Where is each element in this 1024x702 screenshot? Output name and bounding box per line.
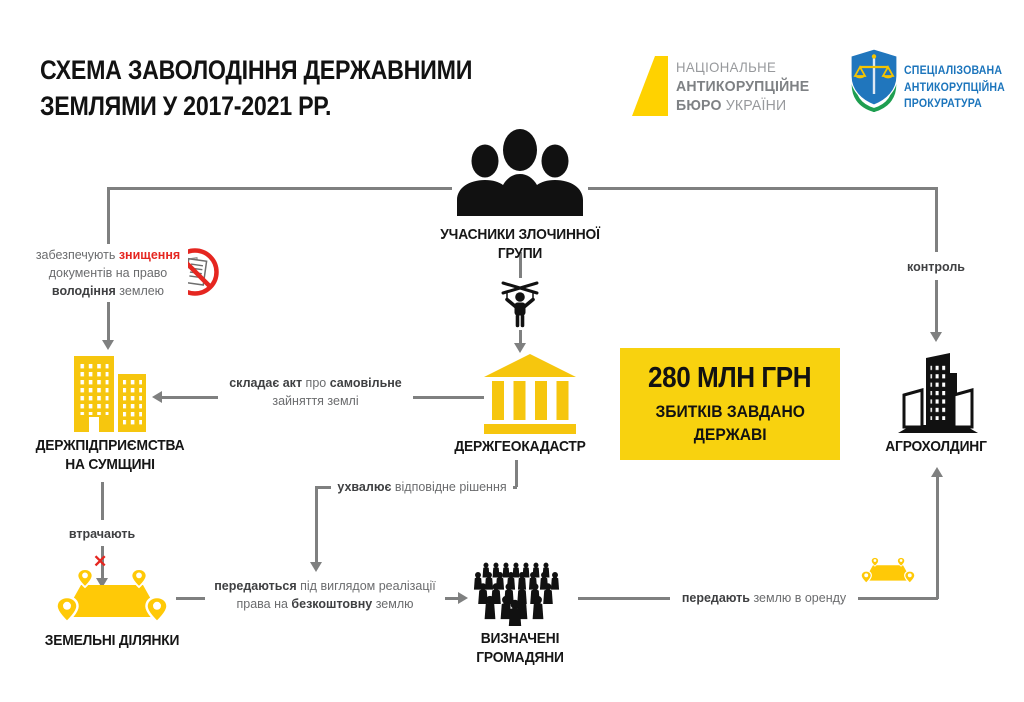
arrowhead-to-agroholding [930, 332, 942, 342]
connector-top-left [107, 187, 452, 190]
state-enterprises-icon [74, 356, 146, 432]
arrowhead-to-geocadastre [514, 343, 526, 353]
land-plots-label: ЗЕМЕЛЬНІ ДІЛЯНКИ [44, 632, 180, 649]
page-title: СХЕМА ЗАВОЛОДІННЯ ДЕРЖАВНИМИ ЗЕМЛЯМИ У 2… [40, 52, 522, 125]
leased-land-icon [860, 557, 916, 584]
citizens-crowd-icon [473, 562, 560, 626]
arrowhead-act-left [152, 391, 162, 403]
sap-line1: СПЕЦІАЛІЗОВАНА [904, 63, 1003, 77]
nabu-logo-icon [632, 56, 668, 116]
sap-logo-text: СПЕЦІАЛІЗОВАНА АНТИКОРУПЦІЙНА ПРОКУРАТУР… [904, 62, 1005, 112]
arrowhead-to-enterprises [102, 340, 114, 350]
page-title-line2: ЗЕМЛЯМИ У 2017-2021 РР. [40, 91, 332, 122]
arrowhead-to-land [96, 578, 108, 588]
arrowhead-decision [310, 562, 322, 572]
connector-left-drop2 [107, 302, 110, 340]
edge-act-text: складає акт про самовільне зайняття земл… [218, 374, 413, 412]
connector-left-drop1 [107, 187, 110, 244]
nabu-line1: НАЦІОНАЛЬНЕ [676, 59, 777, 75]
connector-decision-down [515, 460, 518, 487]
damage-amount-box: 280 МЛН ГРН ЗБИТКІВ ЗАВДАНО ДЕРЖАВІ [620, 348, 840, 460]
sap-line3: ПРОКУРАТУРА [904, 96, 982, 110]
edge-free-land-text: передаються під виглядом реалізації прав… [205, 577, 445, 615]
nabu-logo-text: НАЦІОНАЛЬНЕ АНТИКОРУПЦІЙНЕ БЮРО УКРАЇНИ [676, 58, 809, 115]
state-enterprises-label: ДЕРЖПІДПРИЄМСТВА НА СУМЩИНІ [35, 437, 185, 473]
arrowhead-lease-up [931, 467, 943, 477]
page-title-line1: СХЕМА ЗАВОЛОДІННЯ ДЕРЖАВНИМИ [40, 55, 473, 85]
sap-logo-icon [850, 48, 898, 112]
connector-lease-up [936, 477, 939, 599]
edge-destroy-docs-text: забезпечують знищення документів на прав… [28, 246, 188, 302]
edge-control-text: контроль [886, 260, 986, 274]
nabu-line2: АНТИКОРУПЦІЙНЕ [676, 78, 810, 95]
red-cross-mark: ✕ [93, 552, 108, 571]
agroholding-label: АГРОХОЛДИНГ [885, 438, 987, 455]
criminal-group-icon [457, 129, 583, 216]
edge-lease-text: передають землю в оренду [670, 589, 858, 609]
citizens-label: ВИЗНАЧЕНІ ГРОМАДЯНИ [476, 630, 564, 666]
connector-right-drop2 [935, 280, 938, 332]
geocadastre-icon [484, 354, 576, 434]
land-plots-icon [55, 568, 169, 624]
damage-caption: ЗБИТКІВ ЗАВДАНО ДЕРЖАВІ [655, 402, 805, 444]
connector-top-right [588, 187, 937, 190]
connector-lose-top [101, 482, 104, 520]
connector-participants-puppet [519, 252, 522, 278]
connector-lose-bottom [101, 546, 104, 578]
agroholding-icon [898, 353, 978, 433]
connector-decision-drop [315, 486, 318, 562]
connector-right-drop1 [935, 187, 938, 252]
nabu-line3: БЮРО УКРАЇНИ [676, 97, 787, 114]
connector-puppet-geocadastre [519, 330, 522, 343]
geocadastre-label: ДЕРЖГЕОКАДАСТР [454, 438, 586, 455]
sap-line2: АНТИКОРУПЦІЙНА [904, 79, 1005, 94]
criminal-group-label: УЧАСНИКИ ЗЛОЧИННОЇ ГРУПИ [440, 226, 600, 262]
edge-lose-text: втрачають [52, 527, 152, 541]
puppet-icon [501, 281, 539, 328]
arrowhead-to-citizens [458, 592, 468, 604]
edge-decision-text: ухвалює відповідне рішення [331, 478, 513, 498]
damage-amount: 280 МЛН ГРН [648, 362, 812, 395]
